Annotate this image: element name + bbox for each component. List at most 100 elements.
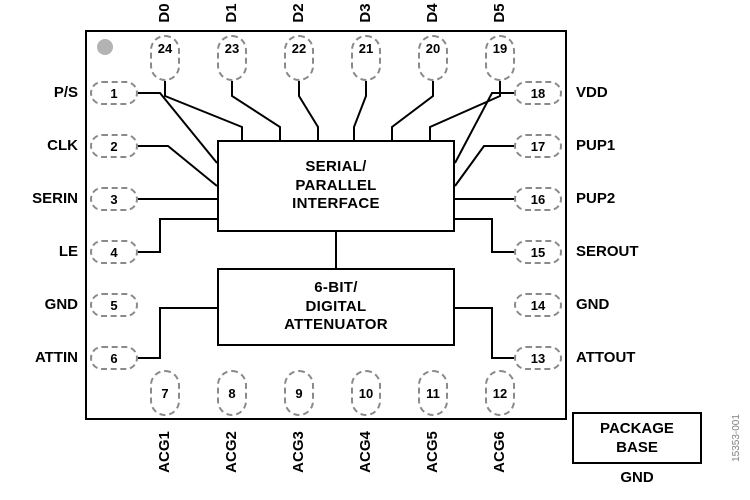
- wire-pin-17: [454, 145, 514, 187]
- pin-9-label-acg3: ACG3: [290, 431, 307, 473]
- pin-11-number: 11: [426, 385, 440, 401]
- wire-pin-20: [391, 81, 434, 141]
- pin-14: 14: [514, 293, 562, 317]
- wire-pin-24: [164, 81, 243, 141]
- pin-16-number: 16: [530, 191, 546, 207]
- pin-11: 11: [418, 370, 448, 416]
- attenuator-block-line2: DIGITAL: [305, 297, 367, 315]
- pin-2: 2: [90, 134, 138, 158]
- pin-12: 12: [485, 370, 515, 416]
- pin-6-label-attin: ATTIN: [34, 349, 78, 366]
- pin-1-label-ps: P/S: [53, 84, 78, 101]
- package-base-box: PACKAGE BASE: [572, 412, 702, 464]
- pin1-indicator-dot: [97, 39, 113, 55]
- pin-6: 6: [90, 346, 138, 370]
- attenuator-block-line3: ATTENUATOR: [284, 316, 388, 334]
- pin-22: 22: [284, 35, 314, 81]
- wire-pin-1: [138, 92, 218, 164]
- pin-13: 13: [514, 346, 562, 370]
- pin-23-number: 23: [224, 41, 240, 56]
- chip-outline: [85, 30, 567, 420]
- pin-19-number: 19: [492, 41, 508, 56]
- wire-pin-18: [454, 92, 514, 164]
- pin-20-number: 20: [425, 41, 441, 56]
- pin-18: 18: [514, 81, 562, 105]
- pin-4-label-le: LE: [58, 243, 78, 260]
- pin-24-number: 24: [157, 41, 173, 56]
- block-serial-parallel-interface: SERIAL/ PARALLEL INTERFACE: [217, 140, 455, 232]
- pin-23-label-d1: D1: [223, 3, 240, 23]
- pin-10-label-acg4: ACG4: [357, 431, 374, 473]
- package-base-line2: BASE: [616, 439, 658, 456]
- pin-20-label-d4: D4: [424, 3, 441, 23]
- pin-7-label-acg1: ACG1: [156, 431, 173, 473]
- pin-18-number: 18: [530, 85, 546, 101]
- interface-block-line2: PARALLEL: [295, 176, 377, 194]
- pin-12-label-acg6: ACG6: [491, 431, 508, 473]
- pin-13-label-attout: ATTOUT: [576, 349, 636, 366]
- pin-23: 23: [217, 35, 247, 81]
- pin-15-number: 15: [530, 244, 546, 260]
- pin-10-number: 10: [358, 385, 374, 401]
- package-base-gnd-label: GND: [620, 469, 654, 486]
- figure-number: 15353-001: [731, 414, 742, 462]
- pin-17-number: 17: [530, 138, 546, 154]
- pin-17: 17: [514, 134, 562, 158]
- pin-19-label-d5: D5: [491, 3, 508, 23]
- wire-pin-22: [298, 81, 319, 141]
- pin-5-label-gnd: GND: [44, 296, 78, 313]
- wire-pin-23: [231, 81, 281, 141]
- pin-19: 19: [485, 35, 515, 81]
- wire-pin-19: [429, 81, 501, 141]
- pin-11-label-acg5: ACG5: [424, 431, 441, 473]
- attenuator-block-line1: 6-BIT/: [314, 278, 358, 296]
- pin-10: 10: [351, 370, 381, 416]
- pin-24-label-d0: D0: [156, 3, 173, 23]
- package-base-line1: PACKAGE: [600, 419, 674, 437]
- pin-22-number: 22: [291, 41, 307, 56]
- pin-5-number: 5: [110, 297, 118, 313]
- wire-pin-15: [455, 218, 514, 253]
- pin-8-number: 8: [228, 385, 236, 401]
- pin-20: 20: [418, 35, 448, 81]
- pin-8: 8: [217, 370, 247, 416]
- pin-9-number: 9: [295, 385, 303, 401]
- wire-pin-2: [138, 145, 218, 187]
- interface-block-line1: SERIAL/: [305, 157, 367, 175]
- pin-21-label-d3: D3: [357, 3, 374, 23]
- pin-3: 3: [90, 187, 138, 211]
- pin-15-label-serout: SEROUT: [576, 243, 639, 260]
- pin-4-number: 4: [110, 244, 118, 260]
- pin-18-label-vdd: VDD: [576, 84, 608, 101]
- pin-5: 5: [90, 293, 138, 317]
- pin-6-number: 6: [110, 350, 118, 366]
- pin-24: 24: [150, 35, 180, 81]
- pin-7-number: 7: [161, 385, 169, 401]
- block-digital-attenuator: 6-BIT/ DIGITAL ATTENUATOR: [217, 268, 455, 346]
- pin-15: 15: [514, 240, 562, 264]
- pin-9: 9: [284, 370, 314, 416]
- pin-14-label-gnd: GND: [576, 296, 610, 313]
- pin-3-number: 3: [110, 191, 118, 207]
- pin-1-number: 1: [110, 85, 118, 101]
- pin-17-label-pup1: PUP1: [576, 137, 616, 154]
- interface-block-line3: INTERFACE: [292, 195, 380, 213]
- pin-7: 7: [150, 370, 180, 416]
- pin-2-label-clk: CLK: [47, 137, 78, 154]
- pin-2-number: 2: [110, 138, 118, 154]
- pin-3-label-serin: SERIN: [32, 190, 78, 207]
- pin-16: 16: [514, 187, 562, 211]
- pin-1: 1: [90, 81, 138, 105]
- pin-12-number: 12: [492, 385, 508, 401]
- wire-pin-13: [455, 307, 514, 359]
- wire-pin-4: [138, 218, 217, 253]
- pin-16-label-pup2: PUP2: [576, 190, 616, 207]
- pin-13-number: 13: [530, 350, 546, 366]
- pin-22-label-d2: D2: [290, 3, 307, 23]
- wire-pin-6: [138, 307, 217, 359]
- pin-21-number: 21: [358, 41, 374, 56]
- pin-8-label-acg2: ACG2: [223, 431, 240, 473]
- pin-14-number: 14: [530, 297, 546, 313]
